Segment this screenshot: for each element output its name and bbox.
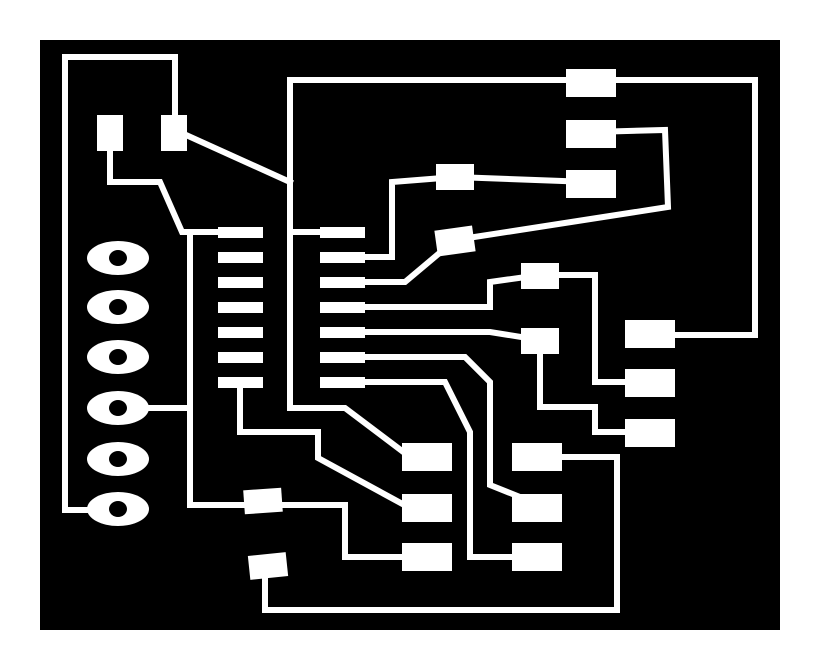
trace-pad-diagonal [171,126,294,186]
smd-pad-top-left [97,115,123,151]
header-pads [87,241,149,526]
smd-pad-mid-lower [434,225,476,257]
ic-pad-9 [320,252,365,263]
header-pin-3 [87,340,149,374]
header-pin-1 [87,241,149,275]
smd-pad-bottom-b1 [512,443,562,471]
smd-pad-bottom-a1 [402,443,452,471]
ic-pad-12 [320,327,365,338]
smd-pad-bottom-b3 [512,543,562,571]
header-pin-2 [87,290,149,324]
smd-pad-bottom-b2 [512,494,562,522]
ic-pad-10 [320,277,365,288]
smd-pad-r3 [566,170,616,198]
trace-header-top-loop [62,54,178,513]
smd-pad-far-right-1 [625,320,675,348]
header-pin-4 [87,391,149,425]
smd-pad-bottom-a3 [402,543,452,571]
smd-pad-far-right-2 [625,369,675,397]
trace-ic-pin14 [337,379,543,560]
trace-left-pad-to-ic [107,127,243,235]
ic-pad-11 [320,302,365,313]
smd-pad-r2 [566,120,616,148]
ic-pad-1 [218,227,263,238]
smd-pad-top-center [161,115,187,151]
ic-pad-8 [320,227,365,238]
ic-pad-5 [218,327,263,338]
header-pin-5 [87,442,149,476]
smd-pad-small-bottom [247,552,289,580]
ic-pad-6 [218,352,263,363]
ic-pad-4 [218,302,263,313]
trace-trunk-top-to-right [287,77,758,338]
smd-pad-c1 [521,263,559,289]
trace-left-bus [187,229,263,508]
ic-pad-2 [218,252,263,263]
trace-bottom-loop [262,454,620,613]
trace-ic-pin9 [337,173,594,260]
ic-pad-3 [218,277,263,288]
ic-pad-14 [320,377,365,388]
trace-main-trunk [287,77,415,462]
trace-ic-pin13 [337,354,544,509]
smd-pad-small-left [243,487,283,515]
smd-pad-mid-upper [436,164,474,190]
ic-pad-13 [320,352,365,363]
smd-pad-bottom-a2 [402,494,452,522]
ic-pads [218,227,365,388]
smd-pads [97,69,675,580]
smd-pad-r1 [566,69,616,97]
smd-pad-far-right-3 [625,419,675,447]
smd-pad-c2 [521,328,559,354]
ic-pad-7 [218,377,263,388]
trace-ic-pin12 [337,329,653,435]
trace-ic-pin7-route [237,379,413,512]
trace-ic-pin10 [337,126,672,285]
trace-bottom-pad-route [257,502,428,560]
header-pin-6 [87,492,149,526]
